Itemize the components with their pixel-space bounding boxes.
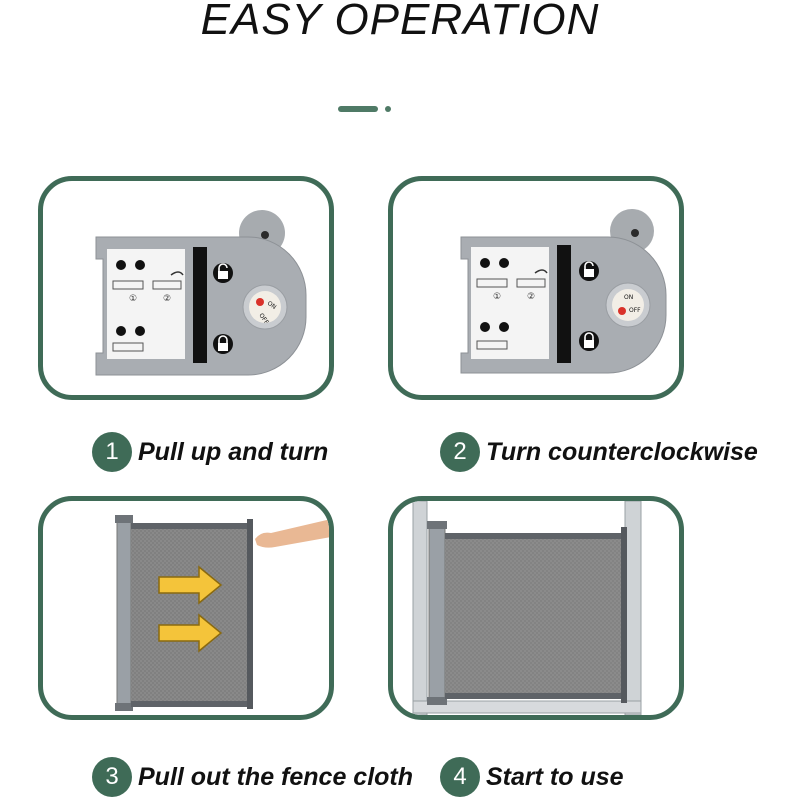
page-title: EASY OPERATION xyxy=(200,0,600,44)
right-arrow-icon xyxy=(158,613,223,653)
rotate-arrow-icon xyxy=(170,271,184,276)
mount-hole-icon xyxy=(631,229,639,237)
title-divider-dot xyxy=(385,106,391,112)
step-number-badge: 2 xyxy=(440,432,480,472)
gate-pull-illustration xyxy=(115,515,329,711)
mark-circle-1: ① xyxy=(129,294,137,304)
step-label: Start to use xyxy=(486,762,624,791)
on-off-knob: ON OFF xyxy=(605,282,651,328)
gate-post xyxy=(428,524,446,704)
rotate-arrow-icon xyxy=(534,269,548,274)
control-box-illustration: ① ② ON OFF xyxy=(95,210,307,376)
right-arrow-icon xyxy=(158,565,223,605)
title-divider-bar xyxy=(338,106,378,112)
knob-off-label: OFF xyxy=(629,307,641,314)
unlock-icon xyxy=(213,263,233,283)
step-number-badge: 4 xyxy=(440,757,480,797)
mount-hole-icon xyxy=(261,231,269,239)
step-1-image-panel: ① ② ON OFF xyxy=(38,176,334,400)
step-number-badge: 3 xyxy=(92,757,132,797)
step-2: 2 Turn counterclockwise xyxy=(440,432,758,472)
step-3-image-panel xyxy=(38,496,334,720)
step-4: 4 Start to use xyxy=(440,757,624,797)
unlock-icon xyxy=(579,261,599,281)
lock-icon xyxy=(213,334,233,354)
fence-cloth xyxy=(445,537,623,697)
mark-circle-1: ① xyxy=(493,292,501,302)
step-number-badge: 1 xyxy=(92,432,132,472)
knob-on-label: ON xyxy=(624,294,633,301)
on-off-knob: ON OFF xyxy=(242,284,288,330)
mark-circle-2: ② xyxy=(163,294,171,304)
step-label: Pull up and turn xyxy=(138,437,329,466)
gate-installed-illustration xyxy=(412,501,642,715)
gate-post xyxy=(116,518,132,710)
lock-icon xyxy=(579,331,599,351)
step-4-image-panel xyxy=(388,496,684,720)
step-label: Turn counterclockwise xyxy=(486,437,758,466)
mark-circle-2: ② xyxy=(527,292,535,302)
knob-on-label: ON xyxy=(266,300,278,311)
control-box-illustration: ① ② ON OFF xyxy=(460,209,667,374)
hand xyxy=(255,519,329,548)
step-label: Pull out the fence cloth xyxy=(138,762,414,791)
step-1: 1 Pull up and turn xyxy=(92,432,328,472)
fence-cloth xyxy=(131,527,249,703)
step-3: 3 Pull out the fence cloth xyxy=(92,757,413,797)
step-2-image-panel: ① ② ON OFF xyxy=(388,176,684,400)
